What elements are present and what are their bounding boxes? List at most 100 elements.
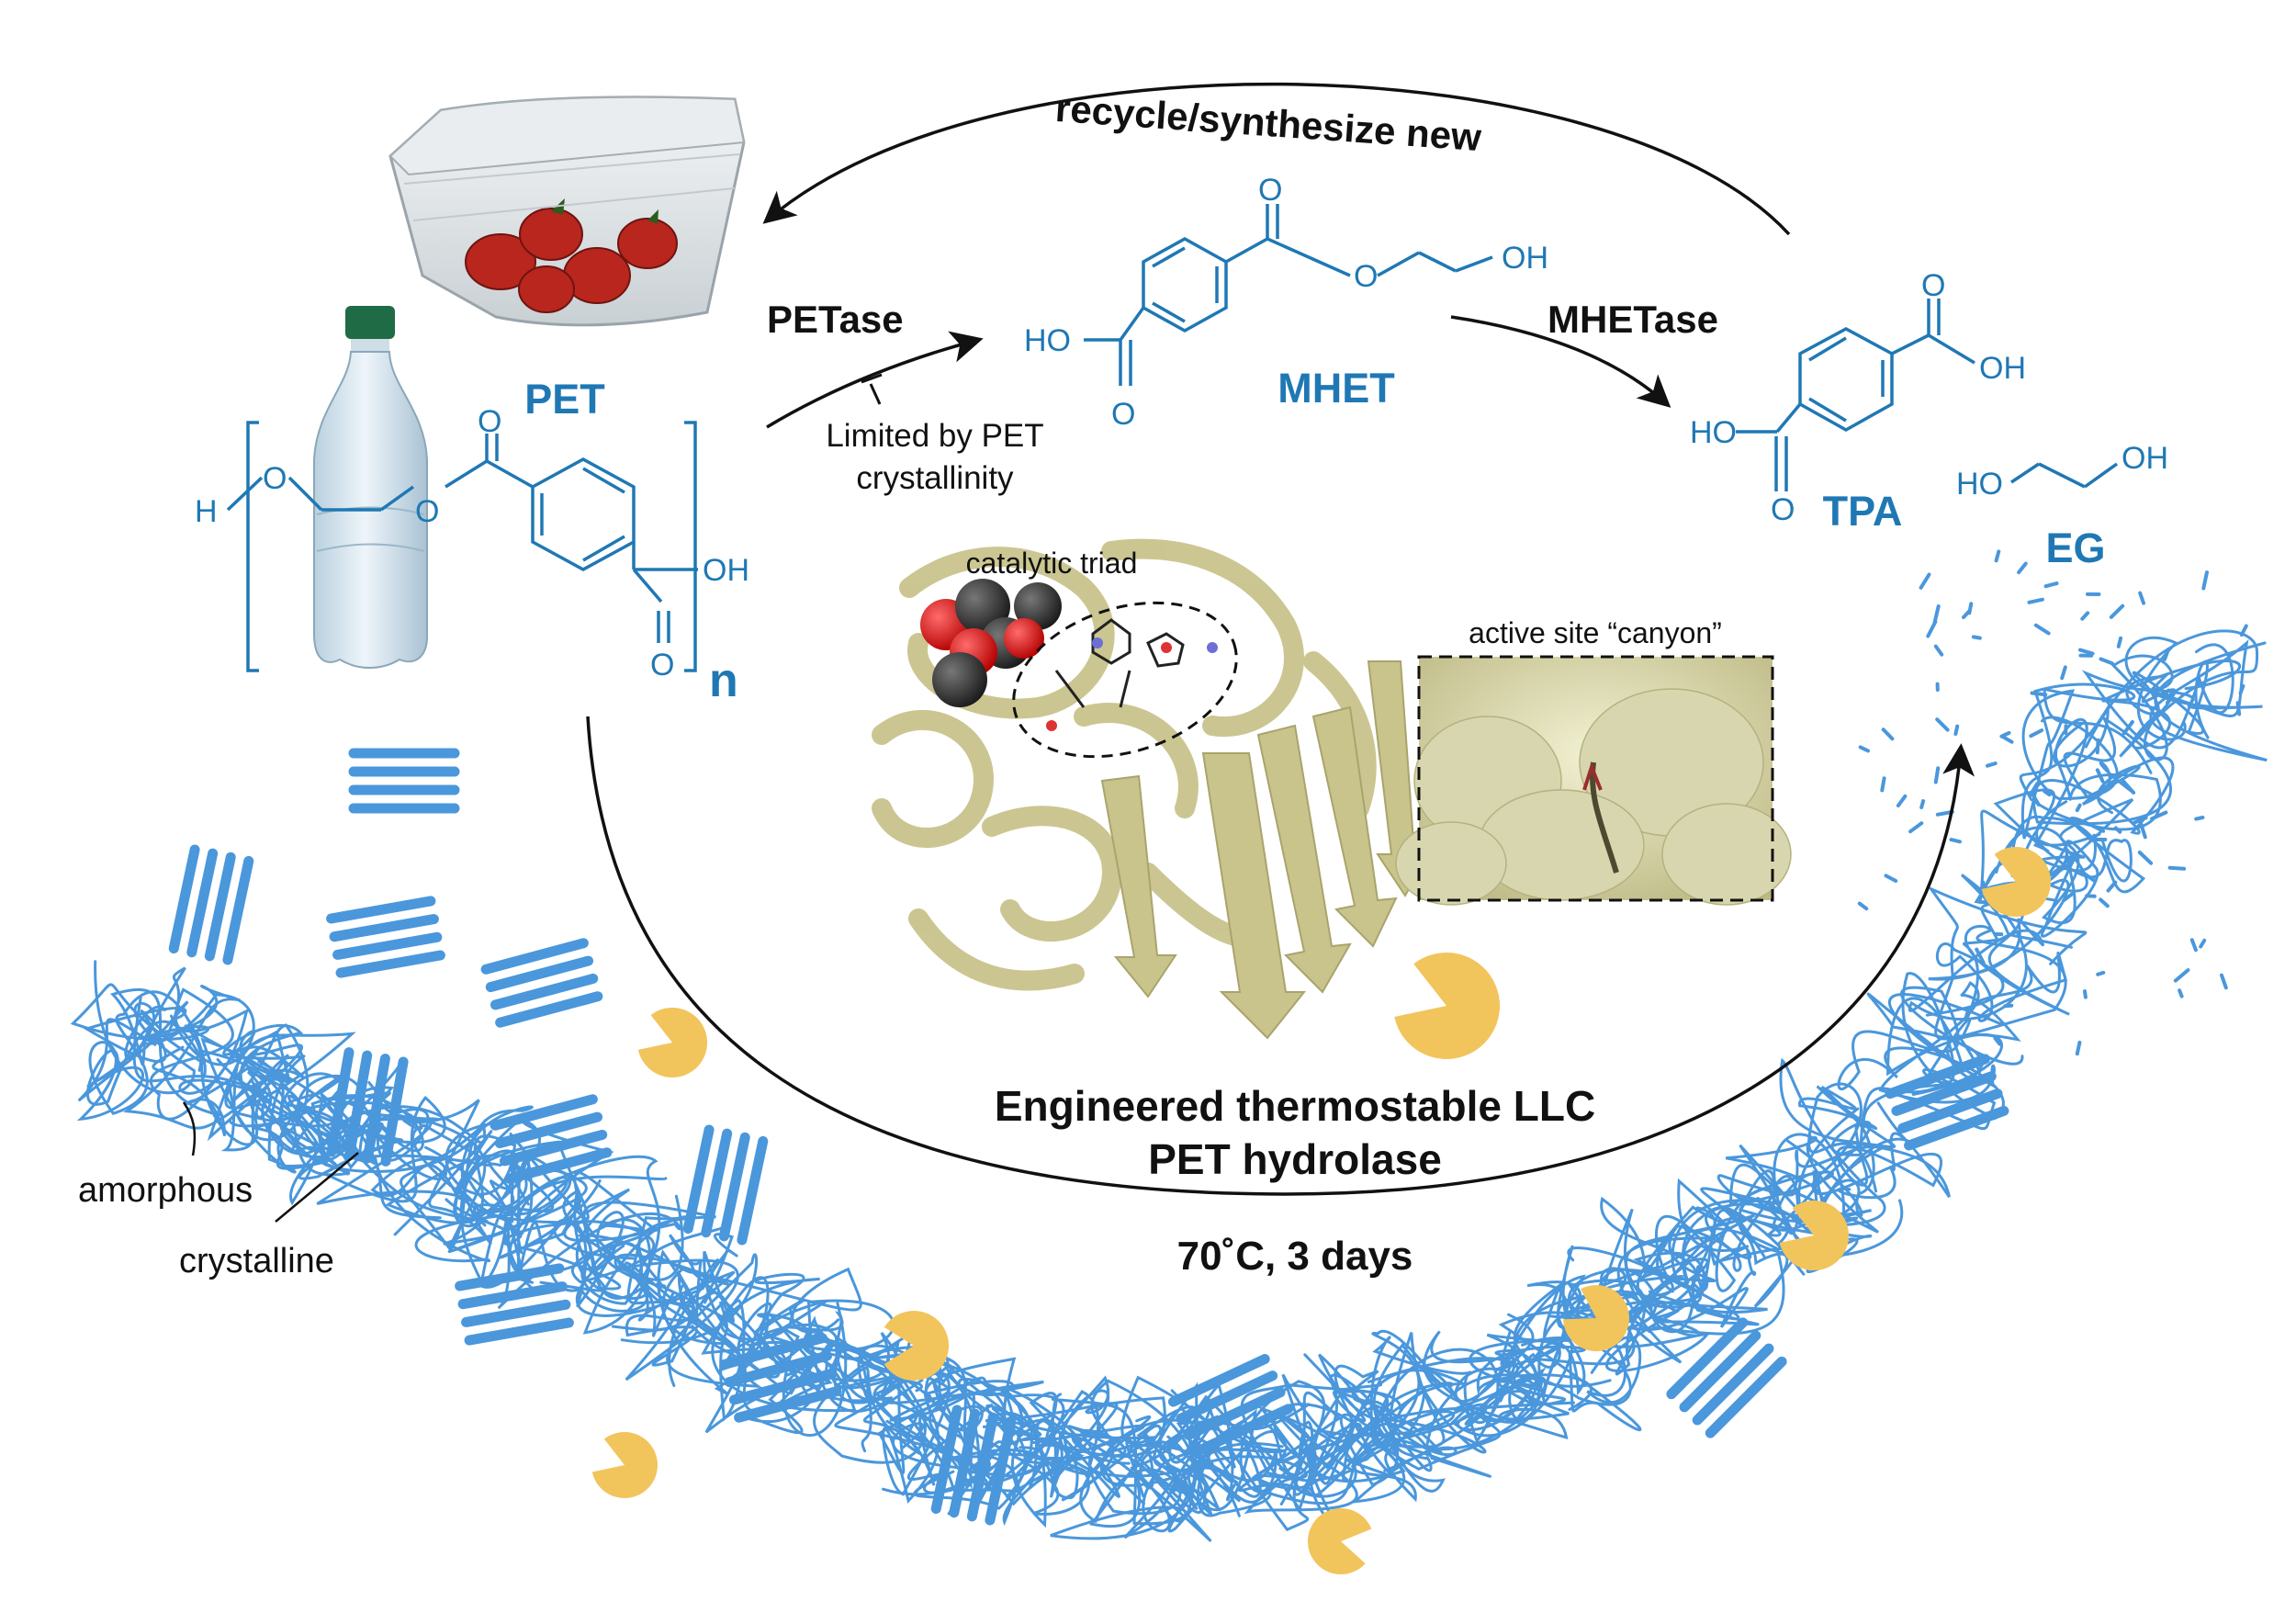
oligomer-fragment [1949,838,1962,844]
tpa-o-atom-2: O [1921,268,1945,303]
pacman-enzyme-icon [637,1008,708,1077]
crystalline-domain [1885,1054,2009,1151]
oligomer-fragment [2095,738,2100,755]
oligomer-fragment [1908,821,1924,834]
tpa-ho-atom: HO [1690,415,1737,450]
oligomer-fragment [2028,782,2040,797]
oligomer-fragment [2163,648,2170,661]
mhet-ho-atom: HO [1024,323,1071,358]
oligomer-fragment [2131,816,2148,826]
amorphous-label: amorphous [78,1171,253,1210]
oligomer-fragment [2201,570,2209,591]
polymer-chain [746,1299,895,1435]
polymer-chain [316,1097,467,1205]
oligomer-fragment [2109,603,2125,619]
annotation-leaders [182,1101,359,1223]
oligomer-fragment [2017,561,2028,575]
polymer-chain [571,1215,695,1335]
polymer-chain [1927,885,2088,1041]
active-site-inset [1395,655,1792,906]
oligomer-fragment [2030,691,2048,697]
oligomer-fragment [2078,648,2095,656]
oligomer-fragment [1975,947,1986,965]
oligomer-fragment [1884,874,1898,883]
oligomer-fragment [1933,644,1944,657]
conditions-label: 70˚C, 3 days [1177,1234,1413,1279]
pacman-enzyme-icon [1394,953,1500,1059]
oligomer-fragment [2029,728,2044,739]
polymer-chain [200,1032,356,1177]
polymer-chain [613,1253,789,1394]
polymer-chain [1176,1403,1311,1517]
enzyme-cycle-arrow [586,716,1975,1196]
pacman-enzyme-icon [1981,847,2052,917]
oligomer-fragment [2178,988,2184,998]
oligomer-fragment [2033,623,2051,636]
oligomer-fragment [2138,591,2145,605]
polymer-chain [1477,1311,1642,1432]
recycle-label: recycle/synthesize new [1054,86,1483,159]
tpa-label: TPA [1823,488,1903,535]
mhetase-label: MHETase [1548,298,1718,341]
mhetase-arrow [1450,315,1671,408]
polymer-chain [400,1099,534,1254]
oligomer-fragment [2003,1003,2014,1009]
polymer-chain [625,1249,767,1395]
mhet-structure [1084,204,1493,386]
eg-ho-atom: HO [1956,467,2003,502]
polymer-chain [2032,714,2175,835]
mhet-label: MHET [1277,365,1395,412]
catalytic-residues [1046,618,1218,731]
oligomer-fragment [1896,794,1908,807]
polymer-chain [2081,643,2241,761]
oligomer-fragment [1962,609,1971,619]
crystalline-domain [682,1124,769,1246]
pacman-enzyme-icon [1563,1285,1630,1351]
oligomer-fragment [1858,745,1870,753]
oligomer-fragment [2138,820,2147,840]
catalytic-triad-label: catalytic triad [966,547,1138,580]
polymer-chain [77,966,189,1102]
oligomer-fragment [2238,683,2245,695]
polymer-chain [76,960,207,1122]
oligomer-fragment [2167,865,2187,871]
oligomer-fragment [2106,880,2118,893]
enzyme-name-line2: PET hydrolase [1148,1135,1442,1183]
petase-label: PETase [767,298,904,341]
crystalline-domain [326,896,445,978]
pet-oh-atom: OH [703,553,749,588]
pet-h-atom: H [195,494,218,529]
oligomer-fragment [1935,717,1950,732]
oligomer-fragment [2137,851,2154,865]
polymer-chain [70,983,224,1117]
tpa-o-atom-1: O [1771,492,1795,527]
oligomer-fragment [1993,1036,2002,1046]
pet-n-subscript: n [709,654,738,707]
oligomer-fragment [1953,724,1960,736]
oligomer-fragment [1919,572,1931,590]
oligomer-fragment [2075,803,2082,813]
pet-o-atom-2: O [415,494,439,529]
oligomer-fragment [2122,779,2136,795]
pet-bottle-icon [313,306,429,669]
polymer-chain [1168,1391,1343,1532]
petase-arrow [766,331,984,429]
pet-label: PET [524,376,605,423]
pacman-enzyme-icon [884,1311,950,1381]
crystalline-domain [348,748,460,814]
polymer-chain [691,1298,818,1434]
enzyme-icons [591,847,2052,1574]
oligomer-fragment [1857,901,1869,911]
polymer-chain [1240,1383,1392,1513]
eg-label: EG [2045,524,2105,571]
mhet-o-atom-3: O [1354,259,1378,294]
pet-o-atom-1: O [263,461,287,496]
oligomer-fragment [2113,826,2122,834]
catalytic-triad-highlight [1012,601,1238,759]
pet-structure [226,421,698,672]
oligomer-fragment [1880,776,1886,793]
degradation-fragments [1857,549,2248,1056]
polymer-chain [1050,1379,1221,1540]
polymer-chain [1500,1274,1636,1405]
mhet-oh-atom: OH [1502,241,1548,276]
